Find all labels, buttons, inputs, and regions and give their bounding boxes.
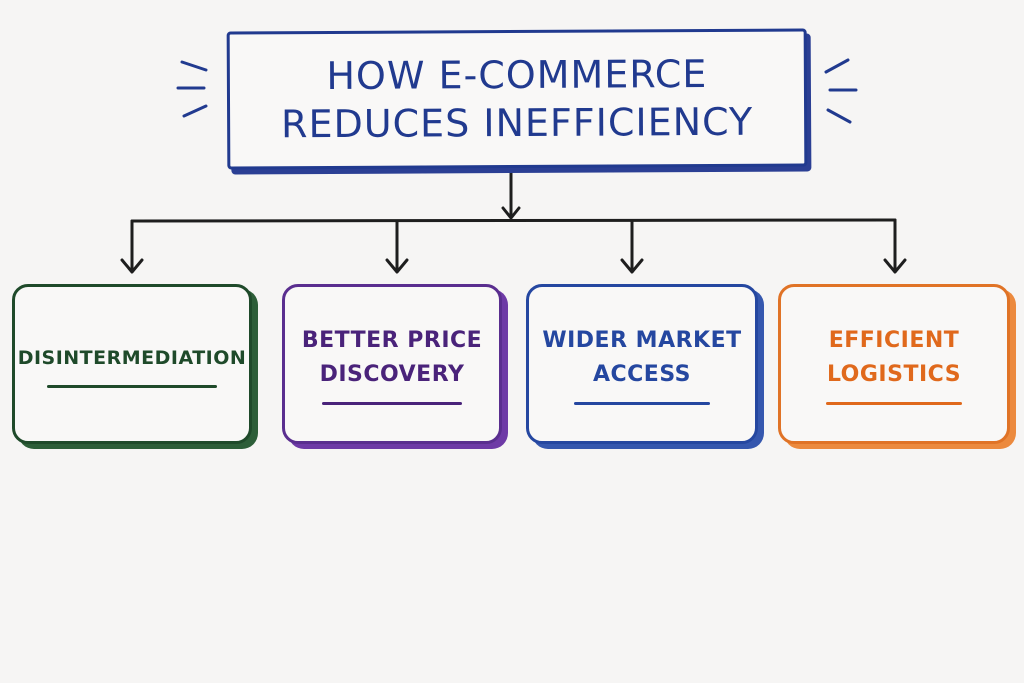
node-label-line-2: DISCOVERY [319,361,465,387]
emphasis-stroke-right-bottom [826,108,852,124]
node-better-price-discovery: BETTER PRICE DISCOVERY [282,284,502,444]
node-underline [322,401,462,405]
node-underline [826,401,962,405]
node-label-line-2: ACCESS [592,361,692,387]
branch-arrowhead-2 [385,258,409,274]
node-label-line-1: BETTER PRICE [301,327,483,353]
emphasis-stroke-left-top [180,60,208,72]
emphasis-stroke-left-bottom [182,104,208,118]
branch-bar [130,218,897,223]
emphasis-stroke-right-top [824,58,850,74]
node-disintermediation: DISINTERMEDIATION [12,284,252,444]
node-label-line-1: WIDER MARKET [542,327,742,353]
node-label-line-2: LOGISTICS [826,361,962,387]
branch-arrowhead-1 [120,258,144,274]
node-label-line-1: EFFICIENT [828,327,960,353]
branch-arrowhead-3 [620,258,644,274]
node-efficient-logistics: EFFICIENT LOGISTICS [778,284,1010,444]
trunk-arrowhead [501,206,521,220]
node-underline [47,384,217,388]
node-wider-market-access: WIDER MARKET ACCESS [526,284,758,444]
title-box: HOW E-COMMERCE REDUCES INEFFICIENCY [226,28,808,170]
node-label-line-1: DISINTERMEDIATION [17,346,247,369]
node-underline [574,401,710,405]
title-line-2: REDUCES INEFFICIENCY [280,99,754,147]
branch-arrowhead-4 [883,258,907,274]
title-line-1: HOW E-COMMERCE [326,52,708,98]
